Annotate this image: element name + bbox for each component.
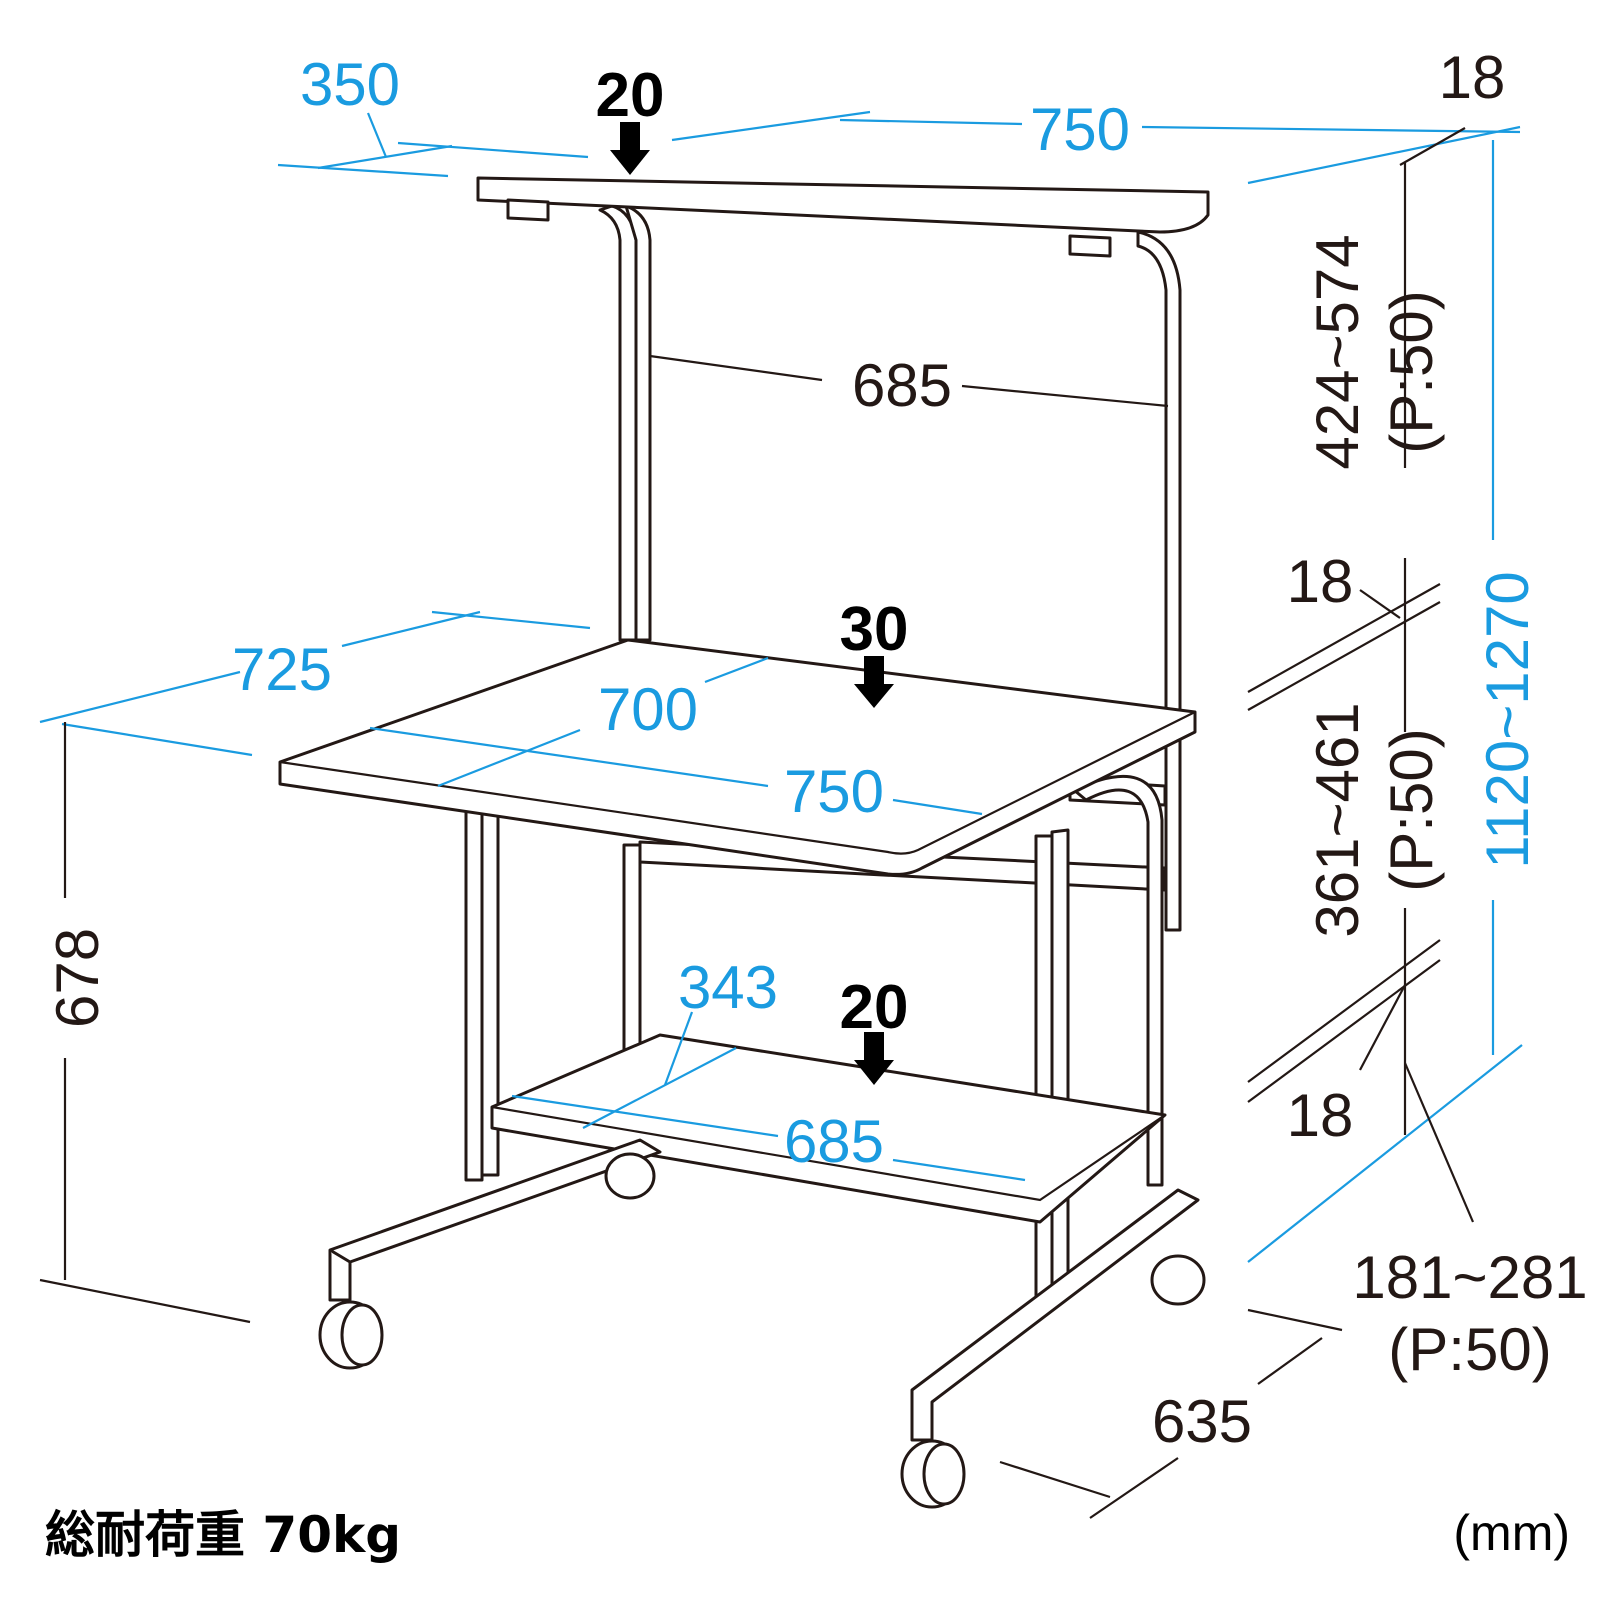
bottom-load-label: 20 (840, 973, 909, 1042)
bottom-thickness-label: 18 (1287, 1082, 1354, 1149)
desk-depth-label: 725 (232, 636, 332, 703)
front-right-leg-inner (1050, 828, 1070, 1294)
caster-front-right (900, 1439, 966, 1509)
total-load-text: 総耐荷重 70kg (45, 1506, 401, 1564)
bottom-shelf-depth-label: 343 (678, 954, 778, 1021)
top-shelf-bracket-right (1068, 234, 1112, 258)
upper-left-upright-inner (624, 204, 652, 642)
top-depth-label: 350 (300, 51, 400, 118)
top-shelf-height-label: 424~574 (1304, 234, 1371, 469)
caster-rear-right (1150, 1254, 1206, 1306)
right-base-foot (910, 1188, 1200, 1442)
top-thickness-label: 18 (1439, 44, 1506, 111)
desk-board (278, 638, 1197, 876)
front-left-leg (464, 806, 484, 1182)
top-shelf-bracket-left (506, 198, 550, 222)
load-arrow-bottom (854, 1032, 894, 1085)
total-height-label: 1120~1270 (1474, 571, 1541, 869)
desk-height-label: 678 (44, 928, 111, 1028)
top-shelf-pitch-label: (P:50) (1378, 290, 1445, 453)
front-right-leg (1034, 834, 1054, 1302)
inner-width-label: 685 (852, 352, 952, 419)
unit-label: (mm) (1453, 1505, 1570, 1561)
top-width-label: 750 (1030, 96, 1130, 163)
desk-inner-depth-label: 700 (598, 676, 698, 743)
base-depth-label: 635 (1152, 1388, 1252, 1455)
right-bent-arm (1072, 774, 1164, 1187)
load-arrow-top (610, 122, 650, 175)
desk-width-label: 750 (784, 758, 884, 825)
desk-board-edge (279, 711, 1196, 855)
mid-thickness-label: 18 (1287, 548, 1354, 615)
bottom-shelf-edge (491, 1105, 1166, 1202)
cart-illustration (278, 176, 1210, 1509)
bottom-shelf-height-label: 181~281 (1352, 1244, 1587, 1311)
top-shelf-board (476, 176, 1210, 234)
upper-left-upright (598, 204, 638, 642)
blue-dimension-lines (39, 110, 1523, 1263)
caster-front-left (318, 1300, 384, 1370)
desk-load-label: 30 (840, 595, 909, 664)
left-base-foot-top (329, 1248, 352, 1300)
top-load-label: 20 (596, 61, 665, 130)
bottom-pitch-label: (P:50) (1388, 1316, 1551, 1383)
upper-right-upright (1136, 230, 1182, 932)
bottom-shelf-width-label: 685 (784, 1108, 884, 1175)
caster-rear-left (604, 1152, 656, 1200)
desk-pitch-label: (P:50) (1378, 728, 1445, 891)
desk-height-range-label: 361~461 (1304, 702, 1371, 937)
load-arrow-desk (854, 656, 894, 708)
dark-dimension-lines (39, 127, 1475, 1519)
